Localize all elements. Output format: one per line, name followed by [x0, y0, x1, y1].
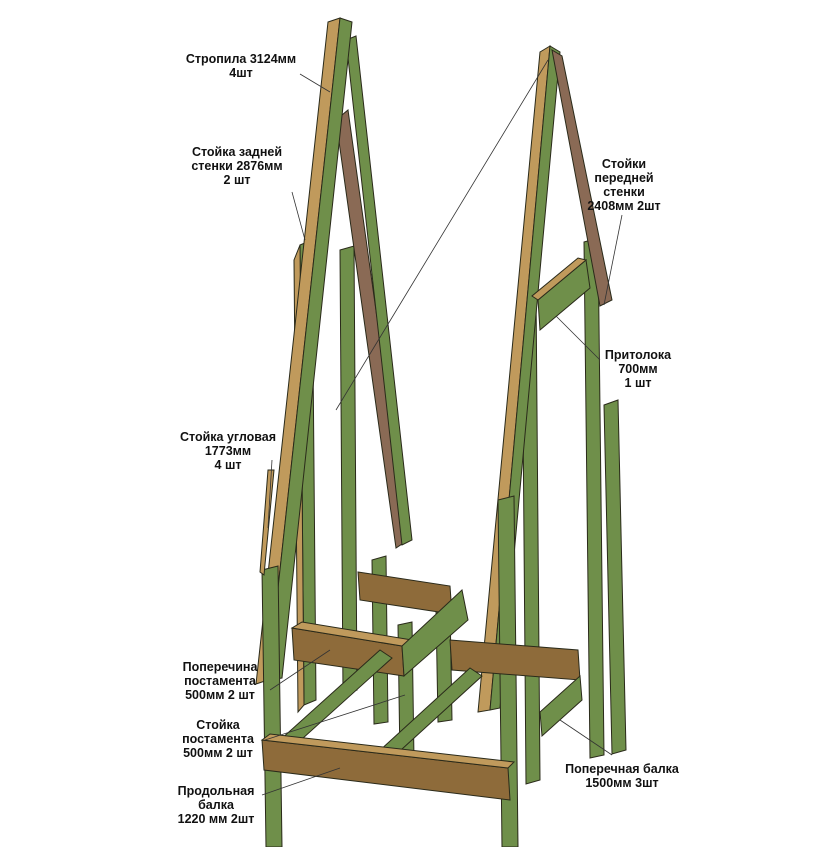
leader-front-posts	[603, 214, 623, 306]
back-inner-rafter-green	[345, 35, 413, 546]
back-wall-post-right	[339, 245, 358, 695]
leader-lines	[261, 59, 623, 796]
front-wall-post-right	[583, 237, 605, 759]
rafter-left-front-green	[267, 17, 353, 681]
leader-cross-beam	[559, 719, 613, 756]
label-lintel: Притолока 700мм 1 шт	[604, 348, 672, 390]
label-rafters: Стропила 3124мм 4шт	[185, 52, 297, 80]
corner-post-front-left-tan	[259, 469, 275, 576]
longitudinal-beam-front-top	[260, 733, 516, 769]
leader-back-post	[291, 191, 306, 241]
label-corner-post: Стойка угловая 1773мм 4 шт	[179, 430, 276, 472]
leader-front-posts-2	[335, 59, 549, 411]
cross-beam-right	[539, 674, 583, 738]
leader-platform-post	[264, 694, 406, 741]
label-front-wall-posts: Стойки передней стенки 2408мм 2шт	[587, 157, 661, 213]
leader-rafters	[299, 73, 331, 93]
leader-corner-post	[267, 459, 273, 529]
leader-lintel	[555, 315, 601, 361]
platform-side-right	[401, 589, 469, 678]
label-longitudinal-beam: Продольная балка 1220 мм 2шт	[177, 784, 255, 826]
right-corner-post-back	[603, 399, 627, 755]
leader-platform-crossbar	[269, 649, 331, 691]
rafter-right-back	[551, 48, 613, 307]
lintel-beam-top	[531, 257, 588, 301]
label-back-wall-posts: Стойка задней стенки 2876мм 2 шт	[191, 145, 283, 187]
corner-post-front-left	[261, 565, 283, 848]
leader-longitudinal	[261, 767, 341, 796]
label-cross-beam: Поперечная балка 1500мм 3шт	[565, 762, 679, 790]
cross-beam-diag-mid	[377, 667, 483, 761]
label-platform-post: Стойка постамента 500мм 2 шт	[182, 718, 254, 760]
label-platform-crossbar: Поперечина постамента 500мм 2 шт	[182, 660, 258, 702]
